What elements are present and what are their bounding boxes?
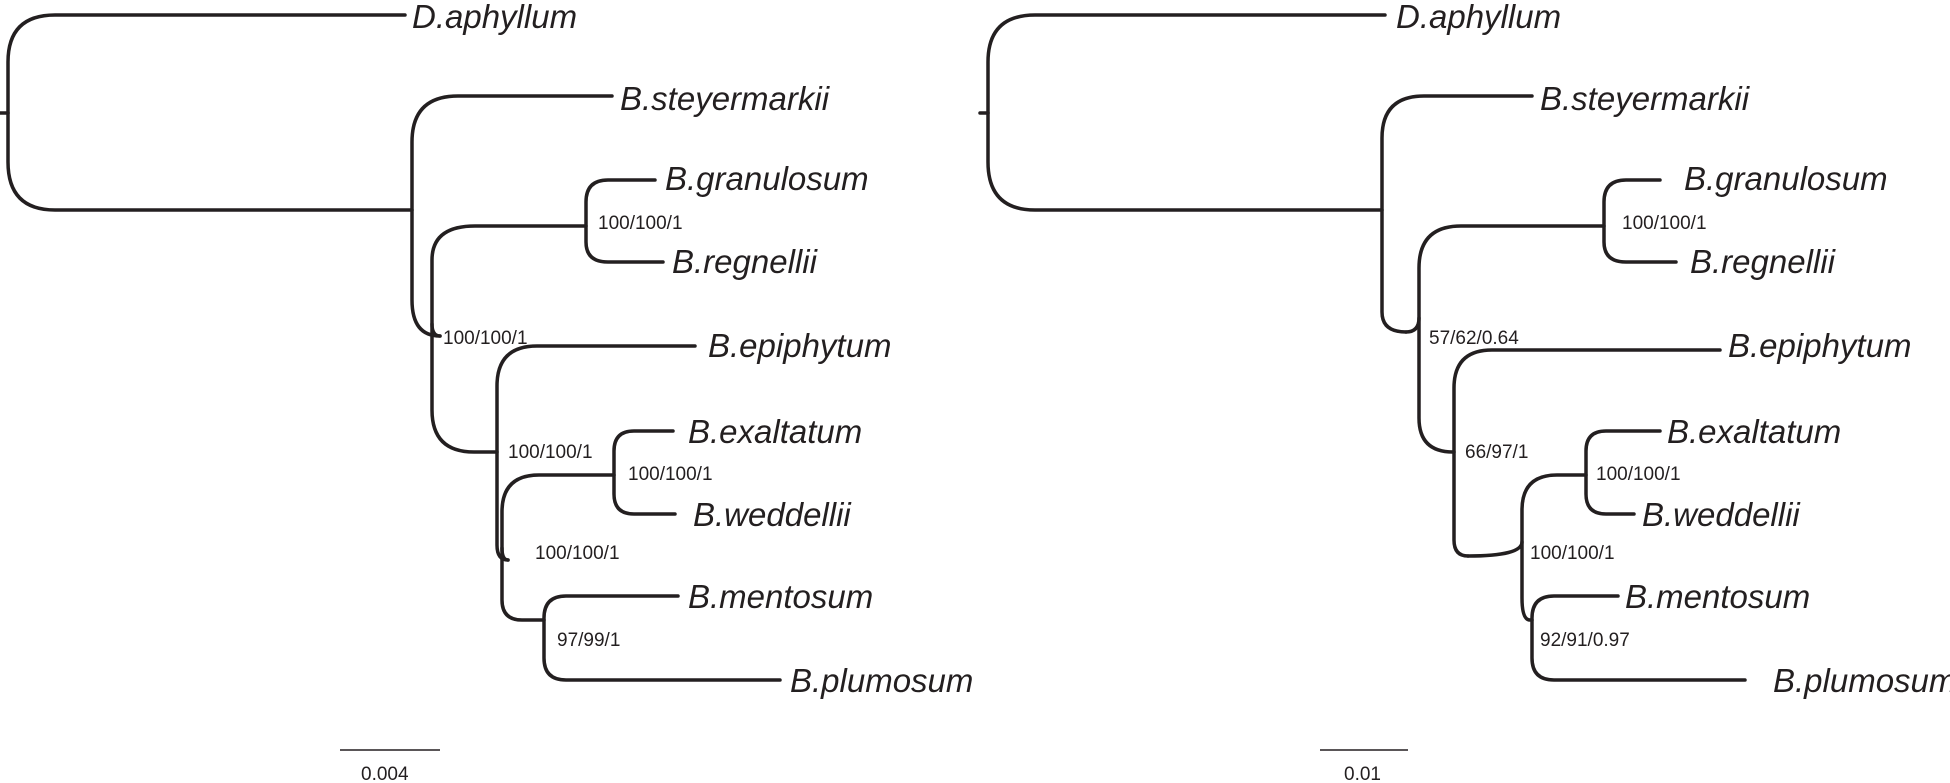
taxon-label: B.regnellii (672, 243, 819, 280)
taxon-label: B.plumosum (790, 662, 973, 699)
branch-exaltatum-weddellii (1584, 429, 1662, 516)
support-value: 100/100/1 (1622, 213, 1707, 234)
branch-clade-a (1404, 224, 1606, 334)
scale-bar-label: 0.004 (361, 764, 409, 783)
taxon-label: D.aphyllum (412, 0, 577, 35)
taxon-label: B.granulosum (1684, 160, 1888, 197)
branch-clade-b (430, 322, 499, 454)
support-value: 100/100/1 (508, 442, 593, 463)
branch-mentosum-plumosum (1530, 594, 1747, 682)
support-value: 100/100/1 (443, 328, 528, 349)
taxon-label: B.mentosum (688, 578, 873, 615)
taxon-label: B.plumosum (1773, 662, 1950, 699)
branch-clade-e (1520, 540, 1534, 622)
taxon-label: D.aphyllum (1396, 0, 1561, 35)
taxon-label: B.epiphytum (1728, 327, 1911, 364)
branch-ingroup (1380, 94, 1534, 334)
tree-right: D.aphyllum B.steyermarkii B.granulosum B… (978, 0, 1950, 783)
branch-clade-d (500, 473, 616, 562)
branch-granulosum-regnellii (584, 178, 665, 264)
taxon-label: B.granulosum (665, 160, 869, 197)
taxon-label: B.weddellii (1642, 496, 1801, 533)
branch-clade-d (1466, 473, 1588, 558)
support-value: 100/100/1 (628, 464, 713, 485)
branch-root (6, 13, 414, 212)
taxon-label: B.regnellii (1690, 243, 1837, 280)
branch-ingroup (410, 94, 614, 338)
support-value: 100/100/1 (598, 213, 683, 234)
taxon-label: B.steyermarkii (620, 80, 831, 117)
taxon-label: B.epiphytum (708, 327, 891, 364)
support-value: 66/97/1 (1465, 442, 1528, 463)
support-value: 97/99/1 (557, 630, 620, 651)
support-value: 57/62/0.64 (1429, 328, 1519, 349)
branch-root (986, 13, 1387, 212)
taxon-label: B.exaltatum (1667, 413, 1841, 450)
branch-granulosum-regnellii (1602, 178, 1678, 264)
branch-clade-c (1452, 348, 1722, 558)
tree-left: D.aphyllum B.steyermarkii B.granulosum B… (0, 0, 973, 783)
support-value: 100/100/1 (1596, 464, 1681, 485)
support-value: 92/91/0.97 (1540, 630, 1630, 651)
branch-clade-a (430, 224, 588, 338)
support-value: 100/100/1 (535, 543, 620, 564)
scale-bar-label: 0.01 (1344, 764, 1381, 783)
branch-mentosum-plumosum (542, 594, 782, 682)
taxon-label: B.steyermarkii (1540, 80, 1751, 117)
support-value: 100/100/1 (1530, 543, 1615, 564)
branch-exaltatum-weddellii (612, 429, 677, 516)
taxon-label: B.exaltatum (688, 413, 862, 450)
branch-clade-e (500, 546, 546, 622)
taxon-label: B.weddellii (693, 496, 852, 533)
taxon-label: B.mentosum (1625, 578, 1810, 615)
